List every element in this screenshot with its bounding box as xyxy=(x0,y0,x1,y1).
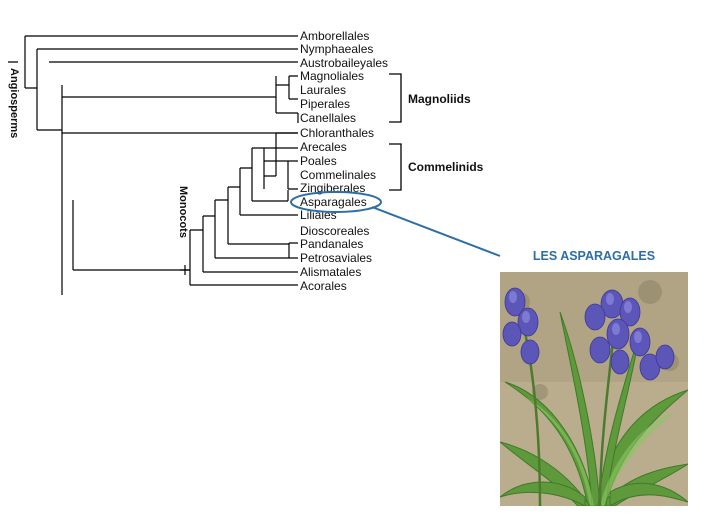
taxon-label: Nymphaeales xyxy=(300,42,373,56)
taxon-label: Petrosaviales xyxy=(300,251,372,265)
taxon-label-highlighted: Asparagales xyxy=(300,195,367,209)
commelinids-label: Commelinids xyxy=(408,160,484,174)
highlight-ellipse xyxy=(290,191,382,213)
taxon-labels: Amborellales Nymphaeales Austrobaileyale… xyxy=(300,29,388,293)
taxon-label: Commelinales xyxy=(300,168,376,182)
taxon-label: Poales xyxy=(300,154,337,168)
taxon-label: Acorales xyxy=(300,279,347,293)
tree-branches xyxy=(8,35,299,295)
angiosperms-label: Angiosperms xyxy=(8,68,20,138)
taxon-label: Austrobaileyales xyxy=(300,56,388,70)
taxon-label: Alismatales xyxy=(300,265,361,279)
taxon-label: Pandanales xyxy=(300,237,363,251)
monocots-label: Monocots xyxy=(177,186,189,238)
taxon-label: Chloranthales xyxy=(300,126,374,140)
taxon-label: Canellales xyxy=(300,111,356,125)
commelinids-bracket xyxy=(389,143,402,191)
photo-title: LES ASPARAGALES xyxy=(532,249,656,263)
taxon-label: Piperales xyxy=(300,97,350,111)
taxon-label: Amborellales xyxy=(300,29,369,43)
magnoliids-label: Magnoliids xyxy=(408,92,471,106)
taxon-label: Laurales xyxy=(300,83,346,97)
taxon-label: Magnoliales xyxy=(300,69,364,83)
highlight-connector xyxy=(371,206,501,257)
taxon-label: Arecales xyxy=(300,140,347,154)
bluebell-photo xyxy=(500,272,688,506)
taxon-label: Dioscoreales xyxy=(300,224,369,238)
magnoliids-bracket xyxy=(389,73,402,123)
